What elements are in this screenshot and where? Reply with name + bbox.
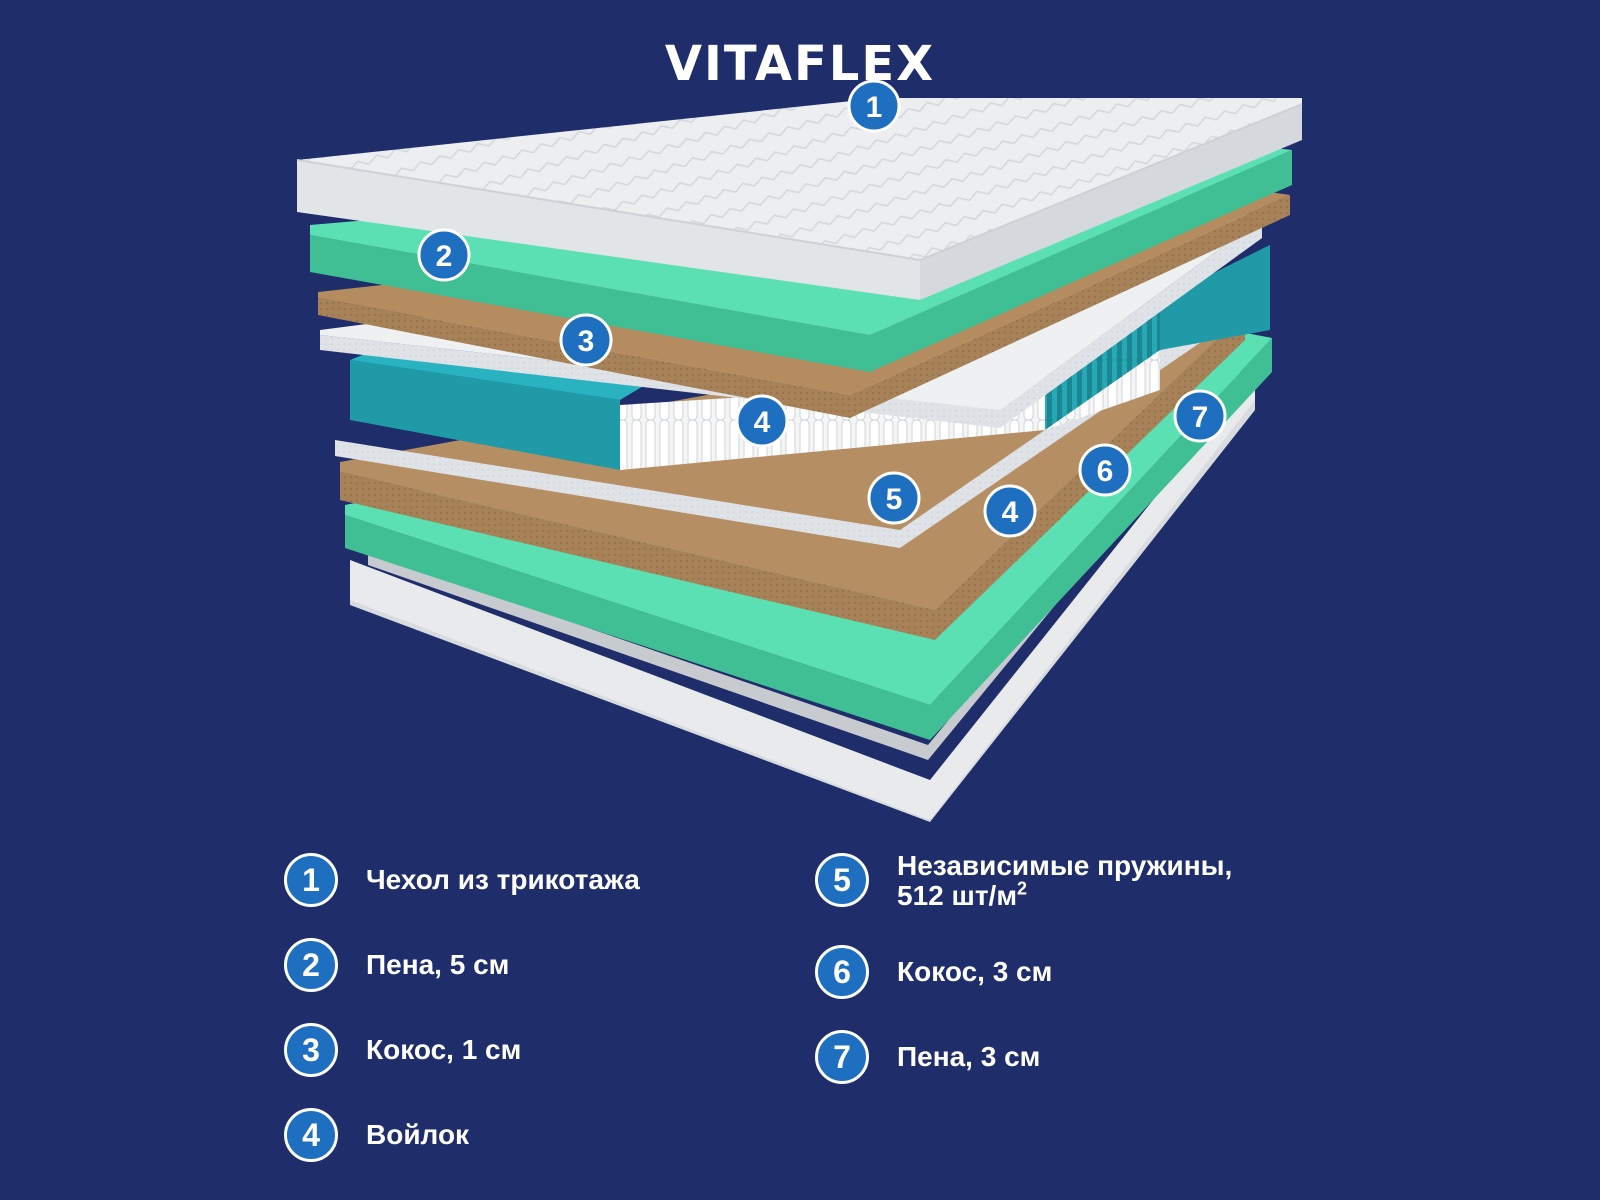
layer-marker-2: 2 (417, 228, 471, 282)
brand-logo: VITAFLEX (664, 36, 936, 92)
legend-number-badge: 1 (284, 853, 338, 907)
legend-number-badge: 4 (284, 1108, 338, 1162)
top-cover-layer (296, 98, 1303, 300)
layer-marker-4: 4 (983, 484, 1037, 538)
legend-label: Кокос, 3 см (897, 956, 1053, 987)
layer-marker-5: 5 (867, 471, 921, 525)
layer-marker-label: 6 (1097, 455, 1114, 488)
legend-number-badge: 3 (284, 1023, 338, 1077)
legend-number-badge: 5 (815, 853, 869, 907)
layer-marker-label: 4 (1002, 496, 1019, 529)
layer-marker-label: 5 (886, 483, 903, 516)
legend-label: Чехол из трикотажа (366, 864, 640, 895)
legend-number-badge: 2 (284, 938, 338, 992)
layer-marker-label: 2 (436, 240, 453, 273)
layer-marker-7: 7 (1173, 389, 1227, 443)
legend-label: Пена, 5 см (366, 949, 510, 980)
legend-number-badge: 7 (815, 1030, 869, 1084)
layer-markers: 1 2 3 4 5 4 6 7 (417, 79, 1227, 538)
layer-marker-6: 6 (1078, 443, 1132, 497)
legend-number-badge: 6 (815, 945, 869, 999)
legend-label: Кокос, 1 см (366, 1034, 522, 1065)
layer-marker-label: 7 (1192, 401, 1209, 434)
layer-marker-1: 1 (847, 79, 901, 133)
layer-marker-label: 3 (578, 325, 595, 358)
legend-label: Пена, 3 см (897, 1041, 1041, 1072)
layer-marker-label: 1 (866, 91, 883, 124)
layer-marker-4: 4 (735, 394, 789, 448)
layer-marker-3: 3 (559, 313, 613, 367)
legend-label: Войлок (366, 1119, 470, 1150)
layer-marker-label: 4 (754, 406, 771, 439)
felt-lower-layer (335, 290, 1248, 548)
legend-label: Независимые пружины,512 шт/м2 (897, 850, 1233, 911)
